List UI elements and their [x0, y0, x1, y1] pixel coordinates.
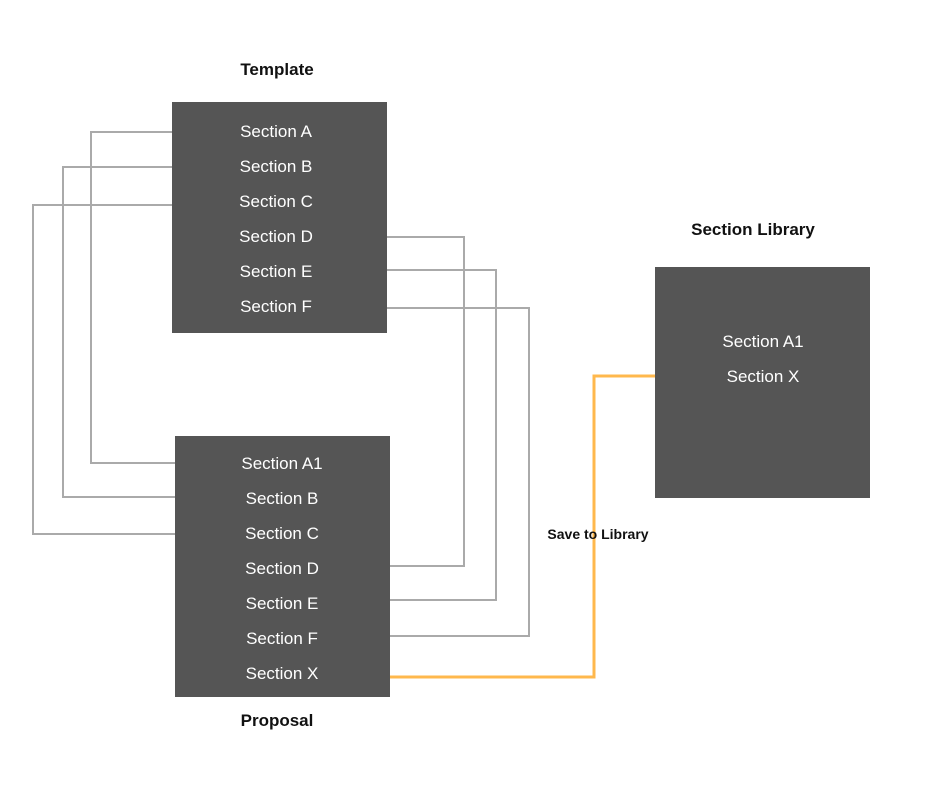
library-title: Section Library	[691, 220, 815, 239]
proposal-section-c: Section C	[245, 524, 319, 543]
proposal-section-f: Section F	[246, 629, 318, 648]
proposal-section-a1: Section A1	[241, 454, 323, 473]
proposal-section-x: Section X	[245, 664, 319, 683]
save-arrow-line	[330, 374, 700, 679]
proposal-section-d: Section D	[245, 559, 319, 578]
template-section-f: Section F	[240, 297, 312, 316]
proposal-section-b: Section B	[245, 489, 319, 508]
save-to-library-label: Save to Library	[547, 526, 649, 542]
proposal-title: Proposal	[240, 711, 314, 730]
template-section-d: Section D	[239, 227, 313, 246]
connector-section-b	[62, 166, 231, 498]
connector-section-d	[325, 236, 465, 567]
template-section-b: Section B	[239, 157, 313, 176]
connector-section-e	[328, 269, 497, 601]
proposal-box: Section A1 Section B Section C Section D…	[175, 436, 390, 697]
connector-section-a	[90, 131, 231, 464]
proposal-section-e: Section E	[245, 594, 319, 613]
library-section-a1: Section A1	[722, 332, 804, 351]
template-section-e: Section E	[239, 262, 313, 281]
template-section-c: Section C	[239, 192, 313, 211]
library-section-x: Section X	[726, 367, 800, 386]
template-title: Template	[240, 60, 314, 79]
template-section-a: Section A	[240, 122, 312, 141]
connector-section-f	[328, 307, 530, 637]
library-box: Section A1 Section X	[655, 267, 870, 498]
template-box: Section A Section B Section C Section D …	[172, 102, 387, 333]
connector-section-c	[32, 204, 231, 535]
